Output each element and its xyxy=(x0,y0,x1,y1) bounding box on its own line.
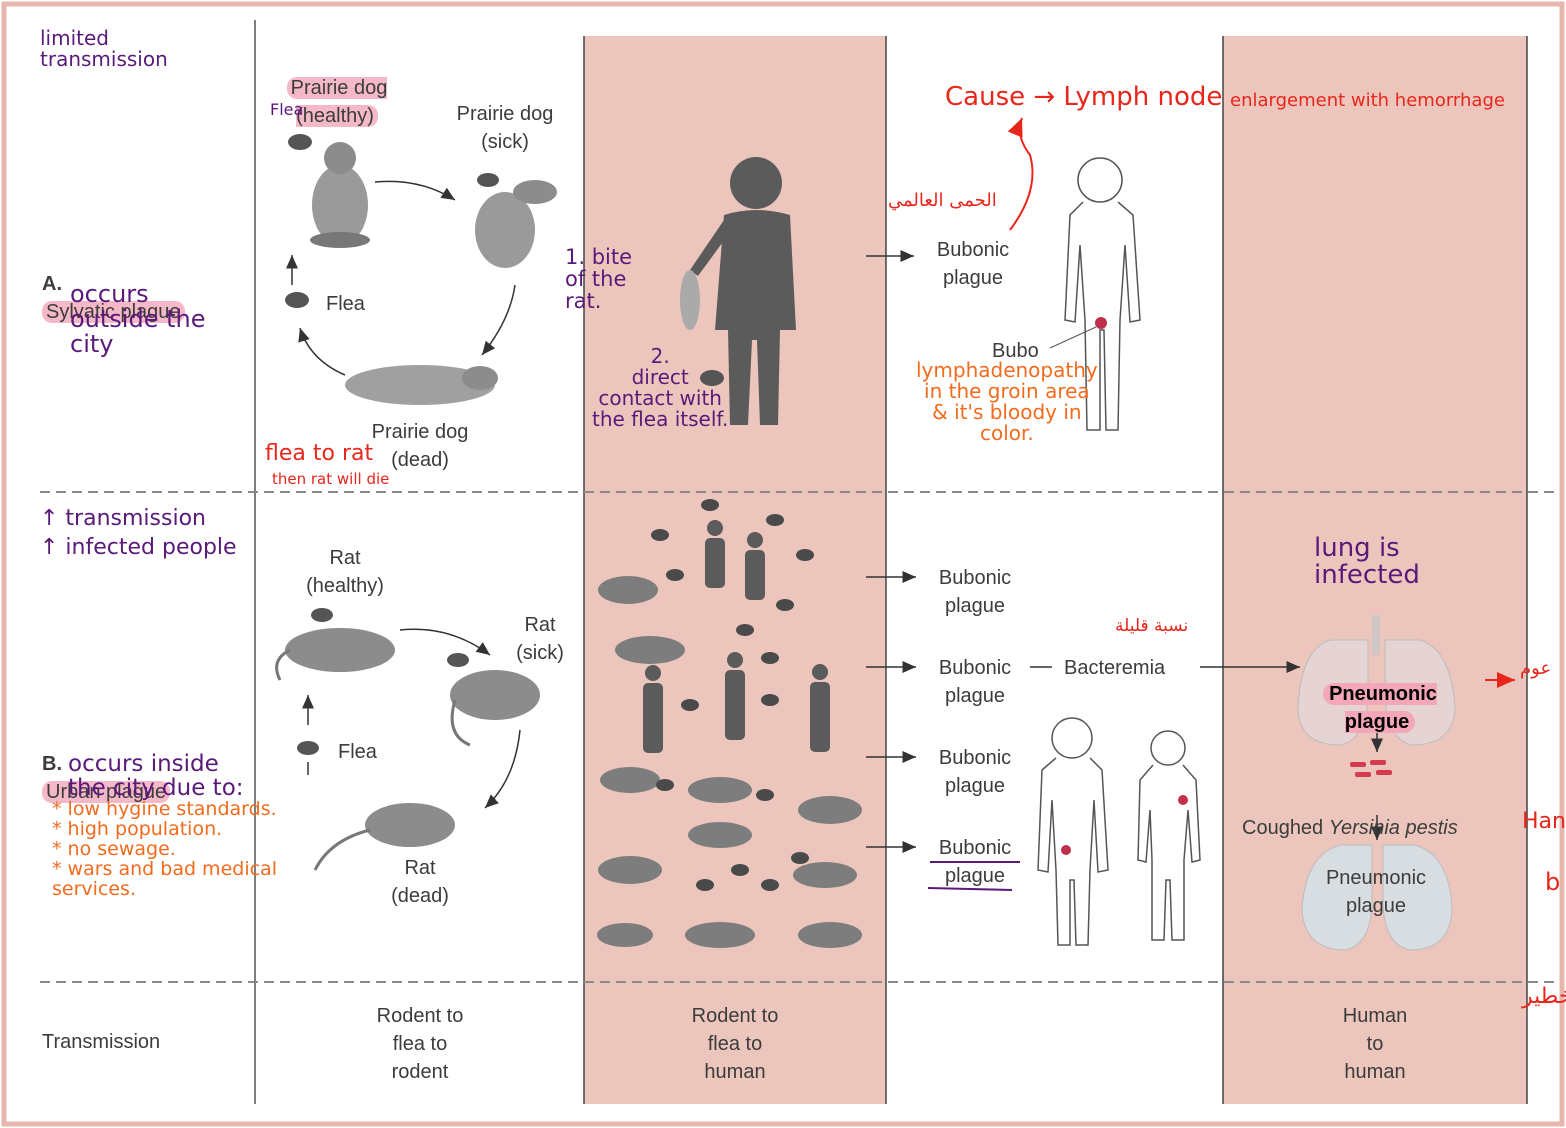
note-flea-to-rat: flea to rat xyxy=(265,442,373,465)
prairie-dog-dead-icon xyxy=(345,365,498,405)
transmission-human-human: Human to human xyxy=(1295,1002,1455,1086)
rat-sick-icon xyxy=(450,670,540,745)
note-direct-contact: 2. direct contact with the flea itself. xyxy=(592,346,728,430)
flea-icon-4 xyxy=(311,608,333,622)
transmission-rodent-flea-human: Rodent to flea to human xyxy=(655,1002,815,1086)
note-arabic-mid: نسبة قليلة xyxy=(1115,618,1188,636)
rat-sick-label: Rat (sick) xyxy=(485,611,595,667)
bubo-mark-2 xyxy=(1061,845,1071,855)
bubonic-plague-b4: Bubonic plague xyxy=(920,834,1030,890)
cycle-arrow-b2 xyxy=(485,730,520,808)
note-enlargement: enlargement with hemorrhage xyxy=(1230,92,1505,111)
cycle-arrow-b1 xyxy=(400,629,490,655)
flea-icon-5 xyxy=(447,653,469,667)
flea-icon-1 xyxy=(288,134,312,150)
bacteremia-label: Bacteremia xyxy=(1064,654,1165,682)
note-flea-small: Flea xyxy=(270,102,303,119)
note-lymphadenopathy: lymphadenopathy in the groin area & it's… xyxy=(916,360,1098,444)
flea-icon-3 xyxy=(285,292,309,308)
note-limited-transmission: limited transmission xyxy=(40,28,168,70)
pneumonic-plague-top-text: Pneumonic plague xyxy=(1323,683,1437,733)
bubonic-plague-b1: Bubonic plague xyxy=(920,564,1030,620)
urban-letter: B. xyxy=(42,753,62,775)
flea-icon-6 xyxy=(297,741,319,755)
note-edge-3: b xyxy=(1545,870,1560,895)
flea-label-b: Flea xyxy=(338,738,377,766)
note-edge-2: Han xyxy=(1522,810,1566,833)
prairie-dog-healthy-icon xyxy=(310,142,370,248)
bubonic-plague-a: Bubonic plague xyxy=(918,236,1028,292)
note-edge-1: عوم xyxy=(1520,660,1551,679)
transmission-row-label: Transmission xyxy=(42,1028,160,1056)
note-occurs-outside: occurs outside the city xyxy=(70,282,206,358)
rat-dead-label: Rat (dead) xyxy=(360,854,480,910)
bubonic-plague-b3: Bubonic plague xyxy=(920,744,1030,800)
flea-icon-2 xyxy=(477,173,499,187)
pneumonic-plague-top: Pneumonic plague xyxy=(1300,652,1460,736)
note-occurs-inside: occurs inside the city due to: xyxy=(68,752,244,800)
coughed-species: Yersinia pestis xyxy=(1329,817,1458,839)
note-increased-transmission: ↑ transmission ↑ infected people xyxy=(40,505,237,562)
note-lung-infected: lung is infected xyxy=(1314,535,1420,590)
rat-healthy-label: Rat (healthy) xyxy=(280,544,410,600)
note-reasons-list: * low hygine standards. * high populatio… xyxy=(52,800,277,900)
coughed-label: Coughed Yersinia pestis xyxy=(1242,786,1458,842)
prairie-dog-sick-label: Prairie dog (sick) xyxy=(430,100,580,156)
note-edge-4: خطير xyxy=(1522,985,1566,1008)
cycle-arrow-a2 xyxy=(482,285,515,355)
body-outline-icon-3 xyxy=(1138,731,1200,940)
pneumonic-plague-bottom: Pneumonic plague xyxy=(1306,864,1446,920)
note-arabic-top: الحمى العالمي xyxy=(888,192,997,211)
bubo-mark xyxy=(1095,317,1107,329)
transmission-rodent-flea-rodent: Rodent to flea to rodent xyxy=(340,1002,500,1086)
prairie-dog-sick-icon xyxy=(475,180,557,268)
body-outline-icon-2 xyxy=(1038,718,1108,945)
bubonic-plague-b2: Bubonic plague xyxy=(920,654,1030,710)
cycle-arrow-a3 xyxy=(300,328,345,375)
cycle-arrow-a1 xyxy=(375,181,455,200)
coughed-prefix: Coughed xyxy=(1242,817,1329,839)
note-bite-of-rat: 1. bite of the rat. xyxy=(565,246,632,312)
rat-healthy-icon xyxy=(277,628,395,680)
note-cause-lymph-node: Cause → Lymph node xyxy=(945,84,1222,111)
note-rat-will-die: then rat will die xyxy=(272,472,389,488)
red-curve-arrow xyxy=(1010,118,1033,230)
held-rat-icon xyxy=(680,270,700,330)
bubo-mark-3 xyxy=(1178,795,1188,805)
flea-label-a: Flea xyxy=(326,290,365,318)
sylvatic-letter: A. xyxy=(42,273,62,295)
